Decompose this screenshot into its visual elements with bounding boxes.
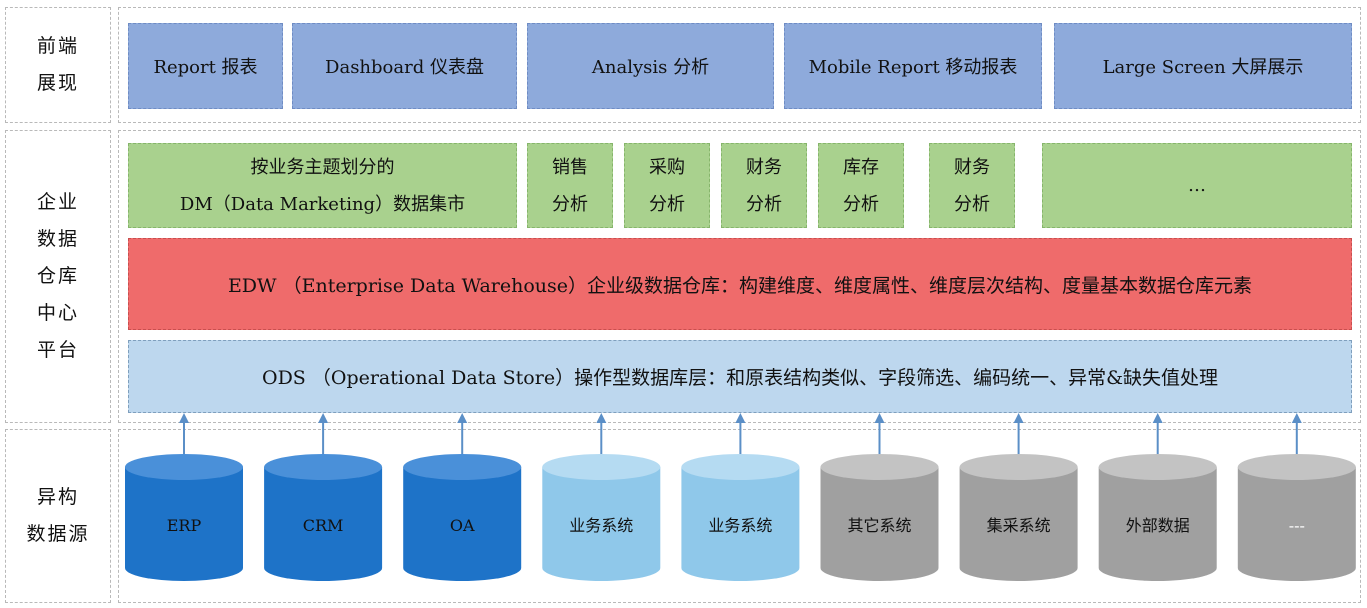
box-text: 分析 <box>954 193 990 215</box>
analysis-box: Analysis 分析 <box>527 23 774 109</box>
box-text: Large Screen 大屏展示 <box>1102 57 1304 78</box>
label-line: 展现 <box>36 72 79 94</box>
label-line: 平台 <box>36 339 79 361</box>
data-mart-box: 按业务主题划分的 DM（Data Marketing）数据集市 <box>128 143 517 228</box>
finance-analysis-box-2: 财务 分析 <box>929 143 1015 228</box>
box-text: 销售 <box>552 156 588 178</box>
label-line: 异构 <box>36 486 79 508</box>
sources-layer-label: 异构 数据源 <box>5 429 111 603</box>
frontend-layer-label: 前端 展现 <box>5 7 111 123</box>
box-text: … <box>1188 175 1206 196</box>
box-text: 分析 <box>649 193 685 215</box>
finance-analysis-box: 财务 分析 <box>721 143 807 228</box>
box-text: DM（Data Marketing）数据集市 <box>179 193 466 215</box>
label-line: 前端 <box>36 35 79 57</box>
warehouse-layer-label: 企业 数据 仓库 中心 平台 <box>5 130 111 423</box>
box-text: 分析 <box>843 193 879 215</box>
report-box: Report 报表 <box>128 23 283 109</box>
label-line: 数据 <box>36 228 79 250</box>
more-marts-box: … <box>1042 143 1352 228</box>
sales-analysis-box: 销售 分析 <box>527 143 613 228</box>
box-text: Report 报表 <box>153 57 258 78</box>
label-line: 中心 <box>36 302 79 324</box>
sources-layer-panel <box>118 429 1361 603</box>
purchase-analysis-box: 采购 分析 <box>624 143 710 228</box>
box-text: 分析 <box>746 193 782 215</box>
label-line: 仓库 <box>36 265 79 287</box>
box-text: ODS （Operational Data Store）操作型数据库层：和原表结… <box>262 367 1218 389</box>
box-text: 财务 <box>746 156 782 178</box>
box-text: Analysis 分析 <box>591 57 710 78</box>
box-text: 库存 <box>843 156 879 178</box>
box-text: 采购 <box>649 156 685 178</box>
label-line: 数据源 <box>26 523 90 545</box>
ods-box: ODS （Operational Data Store）操作型数据库层：和原表结… <box>128 340 1352 413</box>
dashboard-box: Dashboard 仪表盘 <box>292 23 517 109</box>
box-text: 按业务主题划分的 <box>250 156 395 178</box>
inventory-analysis-box: 库存 分析 <box>818 143 904 228</box>
box-text: EDW （Enterprise Data Warehouse）企业级数据仓库：构… <box>227 274 1253 297</box>
box-text: Mobile Report 移动报表 <box>808 57 1018 78</box>
box-text: 分析 <box>552 193 588 215</box>
box-text: Dashboard 仪表盘 <box>325 57 484 78</box>
mobile-report-box: Mobile Report 移动报表 <box>784 23 1042 109</box>
large-screen-box: Large Screen 大屏展示 <box>1054 23 1352 109</box>
box-text: 财务 <box>954 156 990 178</box>
edw-box: EDW （Enterprise Data Warehouse）企业级数据仓库：构… <box>128 238 1352 330</box>
label-line: 企业 <box>36 191 79 213</box>
